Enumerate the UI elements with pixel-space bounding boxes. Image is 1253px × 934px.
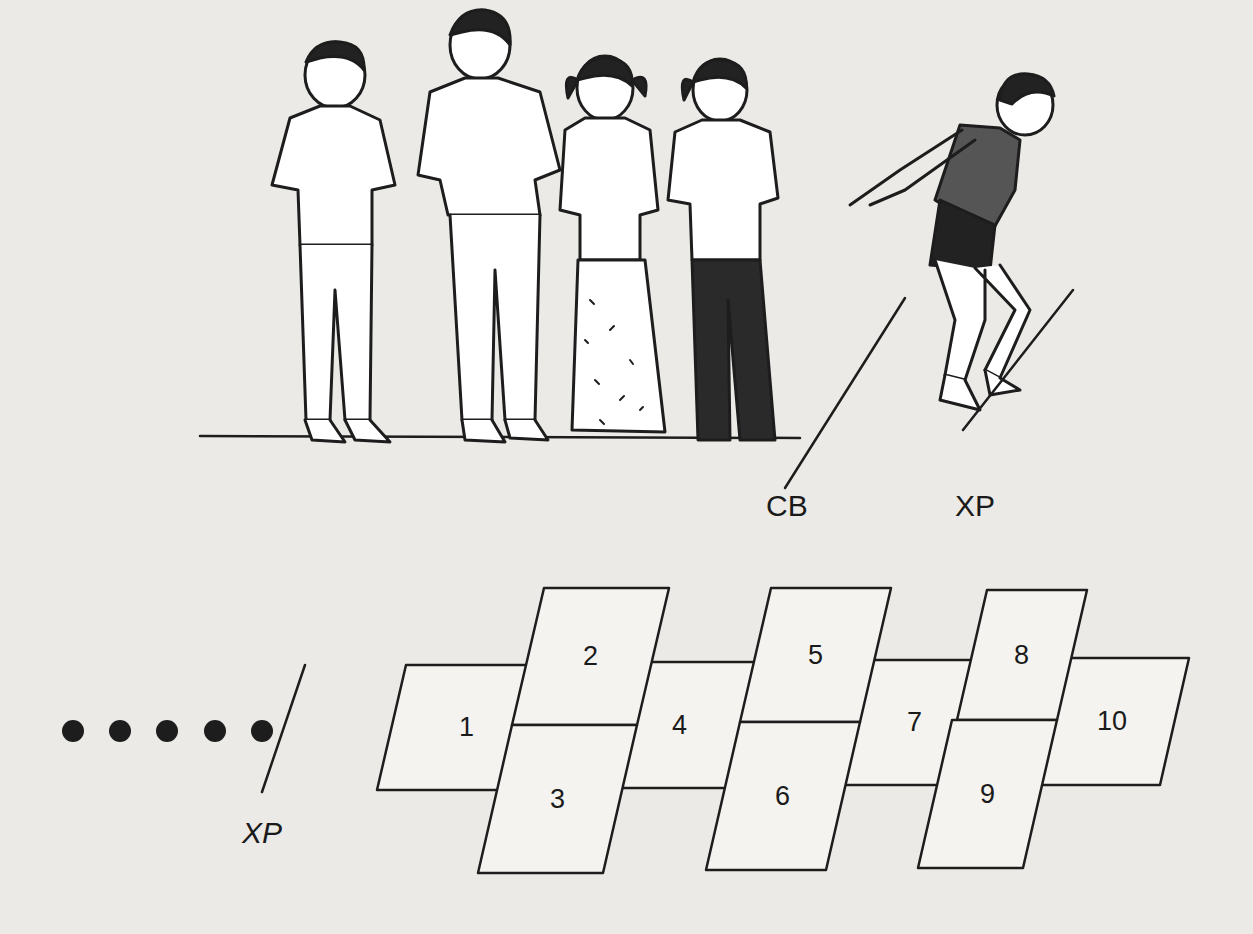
line-label: XP [242,818,282,848]
cell-number: 2 [583,643,598,670]
dots [62,720,273,742]
cell-number: 3 [550,786,565,813]
cell-number: 8 [1014,642,1029,669]
standing-boy [272,42,395,442]
line-label: CB [766,491,808,521]
start-line [262,665,305,792]
jumping-boy [850,74,1054,410]
hop-cell: 3 [478,725,637,873]
standing-girl [668,59,778,440]
hop-cell: 6 [706,722,860,870]
start-line [963,290,1073,430]
cell-number: 1 [459,714,474,741]
hop-cell: 8 [957,590,1087,720]
line-label: XP [955,491,995,521]
ready-line [785,298,905,488]
standing-boy [418,10,560,442]
cell-number: 4 [672,712,687,739]
cell-number: 5 [808,642,823,669]
cell-number: 10 [1097,708,1127,735]
hop-cell: 9 [918,720,1057,868]
cell-number: 6 [775,783,790,810]
standing-girl [560,56,665,432]
hop-cell: 5 [740,588,891,722]
cell-number: 7 [907,709,922,736]
hop-cell: 2 [512,588,669,725]
cell-number: 9 [980,781,995,808]
